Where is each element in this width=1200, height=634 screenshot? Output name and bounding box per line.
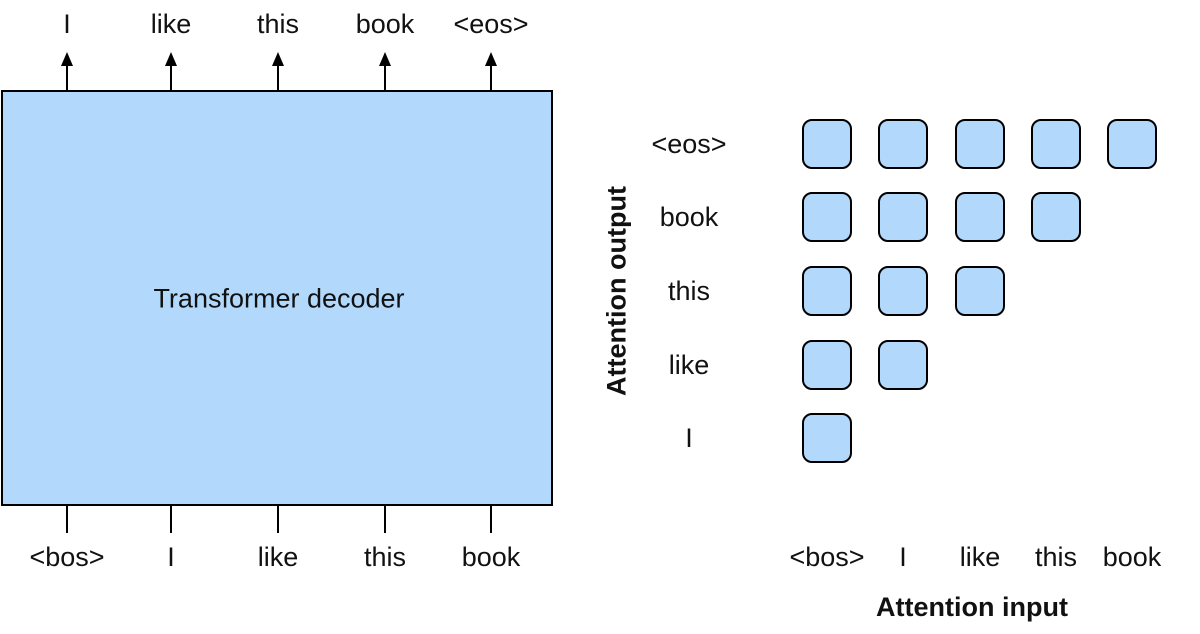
decoder-input-token: this	[363, 542, 407, 572]
attention-cell	[802, 266, 852, 316]
attention-cell	[802, 119, 852, 169]
attention-cell	[878, 340, 928, 390]
attention-cell	[955, 266, 1005, 316]
decoder-input-token: <bos>	[29, 542, 105, 572]
output-arrow-line	[169, 62, 173, 90]
output-arrow-line	[383, 62, 387, 90]
attention-output-axis-label: Attention output	[601, 186, 632, 396]
attention-input-axis-label: Attention input	[876, 592, 1068, 622]
output-arrow-head	[61, 52, 73, 66]
decoder-output-token: like	[150, 9, 192, 39]
decoder-output-token: I	[63, 9, 71, 39]
attention-column-label: <bos>	[789, 542, 865, 572]
input-tick	[489, 506, 493, 533]
decoder-output-token: this	[256, 9, 300, 39]
transformer-decoder-box	[1, 90, 553, 506]
decoder-input-token: I	[167, 542, 175, 572]
attention-cell	[1031, 192, 1081, 242]
attention-cell	[878, 119, 928, 169]
attention-row-label: <eos>	[651, 129, 727, 159]
input-tick	[383, 506, 387, 533]
output-arrow-line	[489, 62, 493, 90]
decoder-output-token: <eos>	[453, 9, 529, 39]
attention-column-label: I	[899, 542, 907, 572]
attention-row-label: like	[668, 350, 710, 380]
attention-cell	[802, 192, 852, 242]
attention-row-label: I	[685, 423, 693, 453]
input-tick	[169, 506, 173, 533]
attention-cell	[1031, 119, 1081, 169]
attention-cell	[878, 266, 928, 316]
attention-cell	[1107, 119, 1157, 169]
attention-column-label: this	[1034, 542, 1078, 572]
attention-cell	[802, 340, 852, 390]
output-arrow-head	[379, 52, 391, 66]
attention-cell	[955, 119, 1005, 169]
output-arrow-line	[65, 62, 69, 90]
attention-row-label: this	[667, 276, 711, 306]
decoder-output-token: book	[355, 9, 415, 39]
attention-cell	[955, 192, 1005, 242]
attention-column-label: book	[1102, 542, 1162, 572]
decoder-input-token: like	[257, 542, 299, 572]
output-arrow-head	[485, 52, 497, 66]
attention-cell	[878, 192, 928, 242]
transformer-decoder-label: Transformer decoder	[153, 283, 405, 314]
output-arrow-line	[276, 62, 280, 90]
attention-column-label: like	[959, 542, 1001, 572]
input-tick	[276, 506, 280, 533]
attention-row-label: book	[659, 202, 719, 232]
output-arrow-head	[272, 52, 284, 66]
output-arrow-head	[165, 52, 177, 66]
attention-cell	[802, 413, 852, 463]
decoder-input-token: book	[461, 542, 521, 572]
input-tick	[65, 506, 69, 533]
